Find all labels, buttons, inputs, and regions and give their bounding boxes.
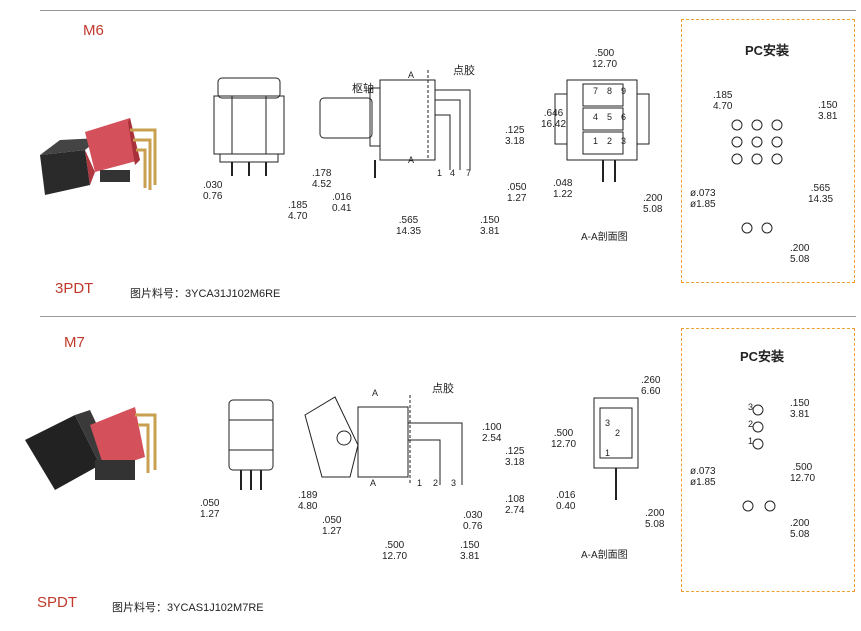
part-number-row: 图片料号：3YCAS1J102M7RE: [112, 599, 264, 615]
pole-label: SPDT: [37, 594, 78, 611]
switch-photo: [40, 118, 157, 195]
section-view-label: A-A剖面图: [581, 550, 628, 561]
pin-num: 4: [450, 168, 456, 178]
glue-label: 点胶: [432, 383, 454, 395]
top-divider: [40, 10, 856, 11]
model-title: M6: [83, 22, 104, 39]
part-number: 3YCAS1J102M7RE: [167, 602, 264, 614]
part-label: 图片料号：: [130, 288, 185, 300]
side-view-drawing: [319, 70, 471, 178]
terminal-number: 7: [593, 86, 599, 96]
section-marker-a-bottom: A: [370, 478, 377, 488]
terminal-number: 6: [621, 112, 627, 122]
pc-pin-num: 3: [748, 402, 754, 412]
switch-photo: [25, 407, 157, 490]
pc-mount-title: PC安装: [740, 349, 785, 364]
pivot-label: 枢轴: [352, 83, 374, 95]
front-view-drawing: [213, 77, 285, 176]
terminal-number: 3: [605, 418, 611, 428]
pin-num: 3: [451, 478, 457, 488]
pin-num: 7: [466, 168, 472, 178]
part-number-row: 图片料号：3YCA31J102M6RE: [130, 285, 280, 301]
terminal-number: 2: [615, 428, 621, 438]
terminal-number: 4: [593, 112, 599, 122]
model-title: M7: [64, 334, 85, 351]
pole-label: 3PDT: [55, 280, 94, 297]
part-number: 3YCA31J102M6RE: [185, 288, 281, 300]
terminal-number: 9: [621, 86, 627, 96]
pc-pin-num: 1: [748, 436, 754, 446]
terminal-number: 1: [605, 448, 611, 458]
section-marker-a-top: A: [408, 70, 415, 80]
section-divider: [40, 316, 856, 317]
glue-label: 点胶: [453, 65, 475, 77]
pc-hole-pattern: [731, 119, 783, 234]
section-view-label: A-A剖面图: [581, 232, 628, 243]
pin-num: 1: [417, 478, 423, 488]
section-marker-a-top: A: [372, 388, 379, 398]
pc-mount-title: PC安装: [745, 43, 790, 58]
pin-num: 1: [437, 168, 443, 178]
terminal-number: 2: [607, 136, 613, 146]
terminal-number: 1: [593, 136, 599, 146]
pin-num: 2: [433, 478, 439, 488]
side-view-drawing: [304, 395, 463, 485]
pc-mount-box: [681, 19, 855, 283]
section-view-drawing: [554, 79, 650, 182]
pc-hole-pattern: [742, 404, 776, 512]
part-label: 图片料号：: [112, 602, 167, 614]
terminal-number: 5: [607, 112, 613, 122]
front-view-drawing: [228, 399, 274, 490]
pc-pin-num: 2: [748, 419, 754, 429]
pc-mount-box: [681, 328, 855, 592]
section-marker-a-bottom: A: [408, 155, 415, 165]
terminal-number: 3: [621, 136, 627, 146]
terminal-number: 8: [607, 86, 613, 96]
section-view-drawing: [593, 397, 639, 500]
